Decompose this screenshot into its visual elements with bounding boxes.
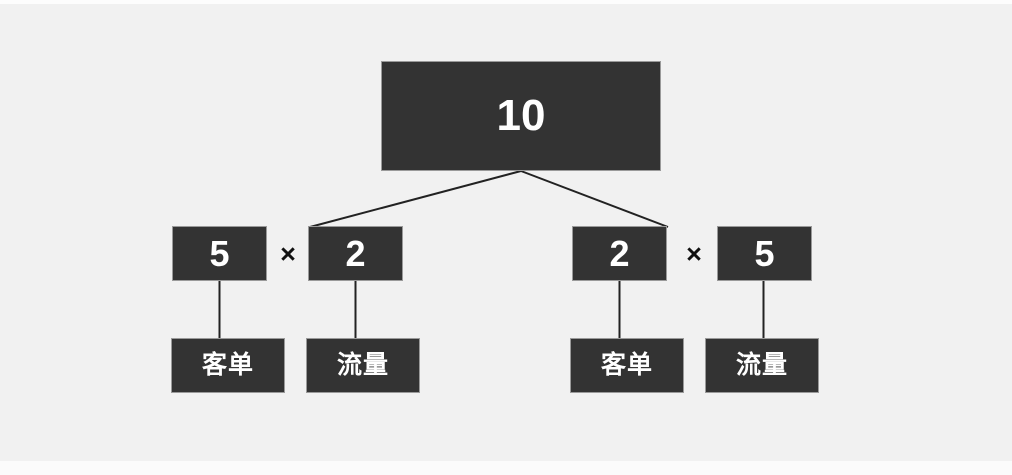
edge-root-to-left-branch (309, 170, 522, 228)
edge-root-to-right-branch (520, 170, 669, 228)
right-branch-label-1: 客单 (570, 338, 684, 393)
right-branch-factor-2-node: 5 (717, 226, 812, 281)
left-branch-label-2: 流量 (306, 338, 420, 393)
right-branch-label-2: 流量 (705, 338, 819, 393)
left-branch-factor-2-node: 2 (308, 226, 403, 281)
left-multiply-operator: × (280, 238, 296, 269)
left-branch-factor-1-node: 5 (172, 226, 267, 281)
root-node: 10 (381, 61, 661, 171)
right-multiply-operator: × (686, 238, 702, 269)
left-branch-label-1: 客单 (171, 338, 285, 393)
right-branch-factor-1-node: 2 (572, 226, 667, 281)
